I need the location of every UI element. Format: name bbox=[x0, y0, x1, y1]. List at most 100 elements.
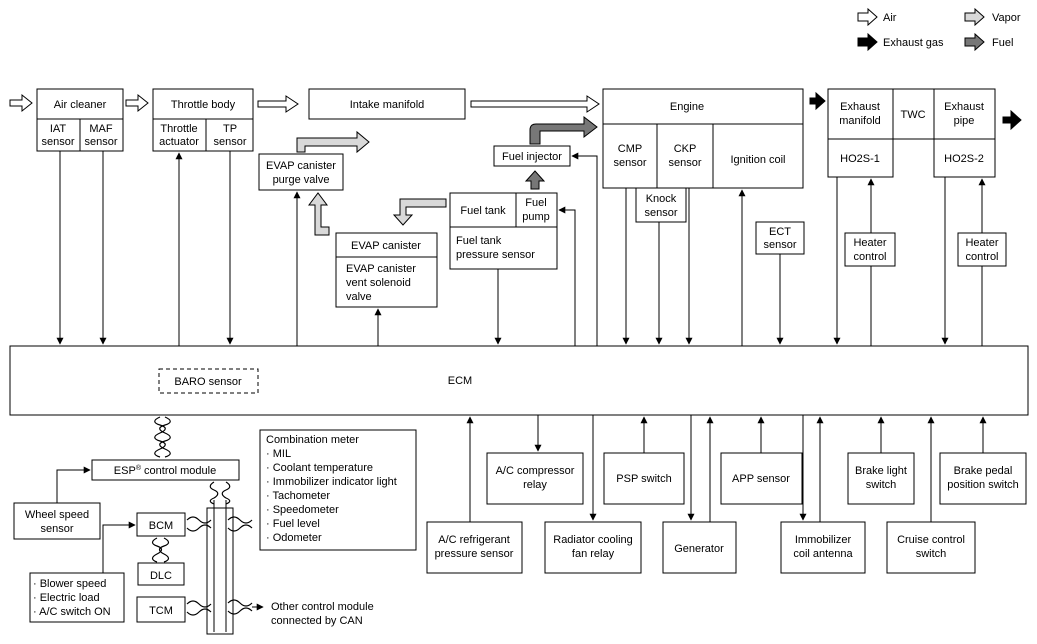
can-bus-trunk bbox=[206, 507, 234, 635]
baro-sensor-label: BARO sensor bbox=[174, 376, 242, 388]
legend-fuel-arrow bbox=[964, 32, 985, 52]
fuel-injector-label: Fuel injector bbox=[502, 151, 562, 163]
combination-meter-title: Combination meter bbox=[266, 434, 359, 446]
cruise-control-switch-label-2: switch bbox=[916, 548, 947, 560]
tp-sensor-label: TP bbox=[223, 123, 237, 135]
heater-control-1-label-2: control bbox=[853, 251, 886, 263]
combination-meter-item-2: · Coolant temperature bbox=[266, 462, 373, 474]
legend-vapor-label: Vapor bbox=[992, 12, 1021, 24]
brake-pedal-position-switch-label-2: position switch bbox=[947, 479, 1019, 491]
legend-air-label: Air bbox=[883, 12, 897, 24]
air-inlet-arrow bbox=[9, 93, 33, 113]
legend-vapor-arrow bbox=[964, 7, 985, 27]
tcm-box bbox=[136, 596, 186, 623]
fuel-pump-label: Fuel bbox=[525, 197, 546, 209]
ect-sensor-label-2: sensor bbox=[763, 239, 796, 251]
input-signal-3: · A/C switch ON bbox=[33, 606, 111, 618]
dlc-label: DLC bbox=[150, 570, 172, 582]
fuel-arrow-to-engine bbox=[529, 115, 598, 145]
heater-control-2-label-2: control bbox=[965, 251, 998, 263]
ac-compressor-relay-label: A/C compressor bbox=[496, 465, 575, 477]
tp-sensor-label-2: sensor bbox=[213, 136, 246, 148]
throttle-body-assembly: Throttle body Throttle actuator TP senso… bbox=[152, 88, 254, 152]
heater-control-1-box bbox=[844, 232, 896, 267]
heater-control-2-label: Heater bbox=[965, 237, 998, 249]
ac-compressor-relay-label-2: relay bbox=[523, 479, 547, 491]
evap-vent-valve-label: EVAP canister bbox=[346, 263, 416, 275]
evap-canister-label: EVAP canister bbox=[351, 240, 421, 252]
air-arrow-3 bbox=[470, 95, 600, 113]
throttle-actuator-label: Throttle bbox=[160, 123, 197, 135]
evap-purge-valve-label: EVAP canister bbox=[266, 160, 336, 172]
knock-sensor-label: Knock bbox=[646, 193, 677, 205]
fuel-pump-label-2: pump bbox=[522, 211, 550, 223]
combination-meter-item-7: · Odometer bbox=[266, 532, 322, 544]
wheel-speed-sensor-label: Wheel speed bbox=[25, 509, 89, 521]
input-signal-2: · Electric load bbox=[33, 592, 100, 604]
ho2s2-label: HO2S-2 bbox=[944, 153, 984, 165]
exhaust-assembly: Exhaust manifold TWC Exhaust pipe HO2S-1… bbox=[827, 88, 996, 178]
iat-sensor-label: IAT bbox=[50, 123, 67, 135]
legend: Air Vapor Exhaust gas Fuel bbox=[857, 7, 1021, 52]
intake-manifold-label: Intake manifold bbox=[350, 99, 425, 111]
wheel-speed-sensor-box bbox=[13, 502, 101, 540]
fuel-tank-pressure-label-2: pressure sensor bbox=[456, 249, 535, 261]
engine-assembly: Engine CMP sensor CKP sensor Ignition co… bbox=[602, 88, 804, 223]
legend-fuel-label: Fuel bbox=[992, 37, 1013, 49]
app-sensor-label: APP sensor bbox=[732, 473, 790, 485]
ect-sensor-box bbox=[755, 221, 805, 255]
other-control-module-label-2: connected by CAN bbox=[271, 615, 363, 627]
dlc-box bbox=[137, 562, 185, 586]
combination-meter-item-5: · Speedometer bbox=[266, 504, 339, 516]
exhaust-arrow-out bbox=[1002, 109, 1022, 131]
can-coil-bcm-dlc bbox=[151, 537, 163, 563]
brake-light-switch-label-2: switch bbox=[866, 479, 897, 491]
bcm-box bbox=[136, 512, 186, 537]
cruise-control-switch-label: Cruise control bbox=[897, 534, 965, 546]
exhaust-pipe-label-2: pipe bbox=[954, 115, 975, 127]
fuel-injector-box bbox=[493, 145, 571, 167]
evap-purge-valve-box bbox=[258, 153, 344, 191]
esp-control-module-label: ESP® control module bbox=[114, 464, 216, 477]
immobilizer-coil-antenna-box bbox=[780, 521, 866, 574]
maf-sensor-label: MAF bbox=[89, 123, 113, 135]
vapor-arrow-canister-to-purge bbox=[308, 192, 330, 236]
maf-sensor-label-2: sensor bbox=[84, 136, 117, 148]
ckp-sensor-label-2: sensor bbox=[668, 157, 701, 169]
can-coil-esp-trunk bbox=[209, 481, 219, 505]
evap-vent-valve-label-2: vent solenoid bbox=[346, 277, 411, 289]
evap-purge-valve-label-2: purge valve bbox=[273, 174, 330, 186]
tcm-label: TCM bbox=[149, 605, 173, 617]
baro-sensor-box bbox=[158, 368, 259, 394]
immobilizer-coil-antenna-label-2: coil antenna bbox=[793, 548, 853, 560]
air-cleaner-label: Air cleaner bbox=[54, 99, 107, 111]
throttle-actuator-label-2: actuator bbox=[159, 136, 199, 148]
air-arrow-2 bbox=[257, 95, 299, 113]
fuel-tank-label: Fuel tank bbox=[460, 205, 506, 217]
ckp-sensor-label: CKP bbox=[674, 143, 697, 155]
combination-meter-box bbox=[259, 429, 417, 551]
ignition-coil-label: Ignition coil bbox=[730, 154, 785, 166]
legend-exhaust-arrow bbox=[857, 32, 878, 52]
throttle-body-label: Throttle body bbox=[171, 99, 236, 111]
intake-manifold-box bbox=[308, 88, 466, 120]
generator-box bbox=[662, 521, 737, 574]
evap-canister-assembly: EVAP canister EVAP canister vent solenoi… bbox=[335, 232, 438, 308]
generator-label: Generator bbox=[674, 543, 724, 555]
ac-refrigerant-sensor-label: A/C refrigerant bbox=[438, 534, 510, 546]
exhaust-manifold-label-2: manifold bbox=[839, 115, 881, 127]
combination-meter-item-4: · Tachometer bbox=[266, 490, 330, 502]
ecm-label: ECM bbox=[448, 375, 472, 387]
radiator-fan-relay-box bbox=[544, 521, 642, 574]
brake-light-switch-label: Brake light bbox=[855, 465, 907, 477]
psp-switch-label: PSP switch bbox=[616, 473, 671, 485]
evap-vent-valve-label-3: valve bbox=[346, 291, 372, 303]
exhaust-manifold-label: Exhaust bbox=[840, 101, 880, 113]
cmp-sensor-label-2: sensor bbox=[613, 157, 646, 169]
fuel-arrow-up bbox=[524, 170, 546, 190]
radiator-fan-relay-label-2: fan relay bbox=[572, 548, 615, 560]
esp-control-module-box bbox=[91, 459, 240, 481]
input-signals-box bbox=[29, 572, 125, 623]
input-signal-1: · Blower speed bbox=[33, 578, 106, 590]
